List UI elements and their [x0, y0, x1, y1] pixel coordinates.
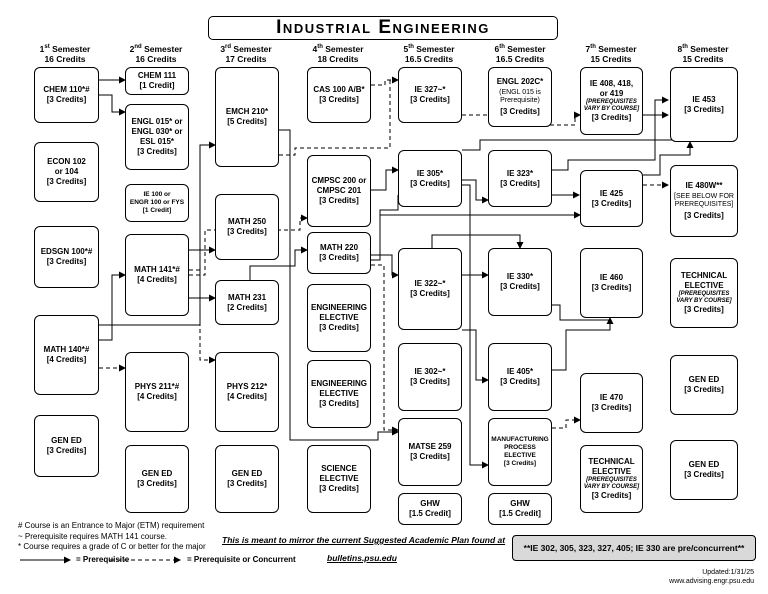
course-science-elective[interactable]: SCIENCE ELECTIVE[3 Credits] — [307, 445, 371, 513]
arrow-math140-math141 — [99, 271, 126, 341]
course-ghw-1[interactable]: GHW[1.5 Credit] — [398, 493, 462, 525]
arrow-ie305-mfg — [462, 184, 489, 469]
arrow-ie405-ie460 — [552, 318, 611, 371]
plan-mirror-note: This is meant to mirror the current Sugg… — [222, 535, 506, 545]
course-ie470[interactable]: IE 470[3 Credits] — [580, 373, 643, 433]
course-math140[interactable]: MATH 140*#[4 Credits] — [34, 315, 99, 395]
course-gened-5[interactable]: GEN ED[3 Credits] — [670, 440, 738, 500]
arrow-cas-ie327 — [371, 79, 398, 86]
course-emch210[interactable]: EMCH 210*[5 Credits] — [215, 67, 279, 167]
updated-date: Updated:1/31/25 — [702, 569, 754, 576]
arrow-math220-ie305 — [371, 195, 399, 261]
course-math231[interactable]: MATH 231[2 Credits] — [215, 280, 279, 325]
concurrent-note-box: **IE 302, 305, 323, 327, 405; IE 330 are… — [512, 535, 756, 561]
arrow-engl202c-ie408 — [462, 111, 581, 126]
arrow-emch210-matse259 — [279, 129, 399, 441]
course-edsgn100[interactable]: EDSGN 100*#[3 Credits] — [34, 226, 99, 288]
course-technical-elective-1[interactable]: TECHNICAL ELECTIVE[PREREQUISITES VARY BY… — [580, 445, 643, 513]
course-phys212[interactable]: PHYS 212*[4 Credits] — [215, 352, 279, 432]
arrow-math141-phys212 — [189, 269, 216, 364]
course-cas100[interactable]: CAS 100 A/B*[3 Credits] — [307, 67, 371, 123]
course-ie453[interactable]: IE 453[3 Credits] — [670, 67, 738, 142]
legend-concurrent-label: = Prerequisite or Concurrent — [187, 555, 296, 564]
course-ghw-2[interactable]: GHW[1.5 Credit] — [488, 493, 552, 525]
arrow-ie305-ie323 — [462, 179, 489, 204]
arrow-math220-ie322 — [371, 254, 399, 279]
updated-info: Updated:1/31/25 www.advising.engr.psu.ed… — [669, 568, 754, 586]
course-gened-4[interactable]: GEN ED[3 Credits] — [670, 355, 738, 415]
arrow-mfg-ie470 — [552, 416, 581, 429]
footnote-math141: ~ Prerequisite requires MATH 141 course. — [18, 532, 168, 541]
course-gened-3[interactable]: GEN ED[3 Credits] — [215, 445, 279, 513]
arrow-math220-matse — [371, 264, 399, 434]
course-matse259[interactable]: MATSE 259[3 Credits] — [398, 418, 462, 486]
course-ie322[interactable]: IE 322~*[3 Credits] — [398, 248, 462, 330]
legend-prerequisite-label: = Prerequisite — [76, 555, 130, 564]
course-ie327[interactable]: IE 327~*[3 Credits] — [398, 67, 462, 123]
course-math220[interactable]: MATH 220[3 Credits] — [307, 232, 371, 274]
course-ie305[interactable]: IE 305*[3 Credits] — [398, 150, 462, 207]
arrow-chem110-engl — [99, 94, 126, 116]
footnote-etm: # Course is an Entrance to Major (ETM) r… — [18, 521, 205, 530]
course-ie460[interactable]: IE 460[3 Credits] — [580, 248, 643, 318]
course-gened-1[interactable]: GEN ED[3 Credits] — [34, 415, 99, 477]
course-manufacturing-elective[interactable]: MANUFACTURING PROCESS ELECTIVE[3 Credits… — [488, 418, 552, 486]
course-ie405[interactable]: IE 405*[3 Credits] — [488, 343, 552, 411]
arrow-math231-math220 — [249, 246, 308, 288]
course-ie408[interactable]: IE 408, 418, or 419[PREREQUISITES VARY B… — [580, 67, 643, 135]
course-gened-2[interactable]: GEN ED[3 Credits] — [125, 445, 189, 513]
course-ie425[interactable]: IE 425[3 Credits] — [580, 170, 643, 227]
course-ie323[interactable]: IE 323*[3 Credits] — [488, 150, 552, 207]
arrow-cmpsc-ie305 — [371, 166, 399, 191]
course-ie480w[interactable]: IE 480W**[SEE BELOW FOR PREREQUISITES][3… — [670, 165, 738, 237]
course-engl015[interactable]: ENGL 015* or ENGL 030* or ESL 015*[3 Cre… — [125, 104, 189, 170]
course-econ102[interactable]: ECON 102 or 104[3 Credits] — [34, 142, 99, 202]
course-technical-elective-2[interactable]: TECHNICAL ELECTIVE[PREREQUISITES VARY BY… — [670, 258, 738, 328]
course-chem110[interactable]: CHEM 110*#[3 Credits] — [34, 67, 99, 123]
page-title: Industrial Engineering — [208, 16, 558, 40]
advising-site-link[interactable]: www.advising.engr.psu.edu — [669, 578, 754, 585]
course-chem111[interactable]: CHEM 111[1 Credit] — [125, 67, 189, 95]
footnote-grade-c: * Course requires a grade of C or better… — [18, 542, 206, 551]
course-math250[interactable]: MATH 250[3 Credits] — [215, 194, 279, 260]
course-ie302[interactable]: IE 302~*[3 Credits] — [398, 343, 462, 411]
course-engl202c[interactable]: ENGL 202C*(ENGL 015 is Prerequisite)[3 C… — [488, 67, 552, 127]
course-math141[interactable]: MATH 141*#[4 Credits] — [125, 234, 189, 316]
course-engineering-elective-2[interactable]: ENGINEERING ELECTIVE[3 Credits] — [307, 360, 371, 428]
arrow-ie305-ie453 — [462, 139, 681, 151]
arrow-ie322-ie405 — [462, 329, 489, 384]
course-engineering-elective-1[interactable]: ENGINEERING ELECTIVE[3 Credits] — [307, 284, 371, 352]
arrow-emch-ie327 — [279, 76, 399, 156]
arrow-ie322-ie330b — [431, 234, 524, 249]
bulletins-link[interactable]: bulletins.psu.edu — [327, 553, 397, 563]
arrow-ie425-ie453 — [643, 141, 694, 176]
course-ie330[interactable]: IE 330*[3 Credits] — [488, 248, 552, 316]
course-cmpsc200[interactable]: CMPSC 200 or CMPSC 201[3 Credits] — [307, 155, 371, 227]
arrow-ie323-ie453 — [552, 96, 669, 171]
arrow-math140-emch210 — [99, 141, 216, 326]
course-phys211[interactable]: PHYS 211*#[4 Credits] — [125, 352, 189, 432]
